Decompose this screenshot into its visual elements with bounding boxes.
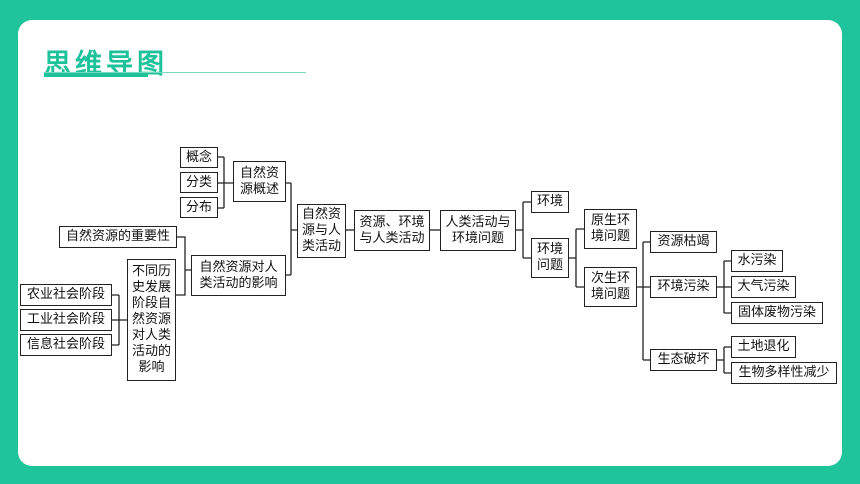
- node-information: 信息社会阶段: [20, 334, 112, 356]
- node-resources-human: 自然资源与人类活动: [297, 204, 346, 258]
- node-agricultural: 农业社会阶段: [20, 284, 112, 306]
- node-impact: 自然资源对人类活动的影响: [191, 255, 286, 296]
- connector: [569, 228, 584, 288]
- node-env-issues: 环境问题: [531, 238, 569, 278]
- connector: [176, 236, 191, 296]
- node-distribution: 分布: [180, 197, 218, 218]
- node-concept: 概念: [180, 147, 218, 168]
- title-divider: [44, 72, 306, 73]
- connector: [218, 156, 233, 209]
- node-primary-issues: 原生环境问题: [584, 209, 637, 249]
- connector: [112, 294, 127, 346]
- node-human-env-issues: 人类活动与环境问题: [440, 210, 516, 251]
- connector: [516, 201, 531, 259]
- title-underline: [44, 73, 148, 77]
- node-pollution: 环境污染: [650, 276, 717, 298]
- node-biodiversity-loss: 生物多样性减少: [731, 362, 837, 384]
- node-industrial: 工业社会阶段: [20, 309, 112, 331]
- node-resources-environment: 资源、环境与人类活动: [354, 210, 430, 251]
- node-secondary-issues: 次生环境问题: [584, 267, 637, 307]
- connector: [717, 260, 731, 314]
- node-water-pollution: 水污染: [731, 250, 783, 272]
- connector: [637, 241, 650, 361]
- node-environment: 环境: [531, 191, 569, 213]
- node-land-degradation: 土地退化: [731, 336, 796, 358]
- connector: [286, 182, 297, 276]
- node-eco-damage: 生态破坏: [650, 349, 717, 371]
- node-solid-waste: 固体废物污染: [731, 302, 823, 324]
- node-overview: 自然资源概述: [233, 161, 286, 202]
- node-classification: 分类: [180, 172, 218, 193]
- connector: [717, 346, 731, 374]
- node-depletion: 资源枯竭: [650, 231, 717, 253]
- node-stages-impact: 不同历史发展阶段自然资源对人类活动的影响: [127, 259, 176, 381]
- node-air-pollution: 大气污染: [731, 276, 796, 298]
- node-importance: 自然资源的重要性: [59, 226, 177, 248]
